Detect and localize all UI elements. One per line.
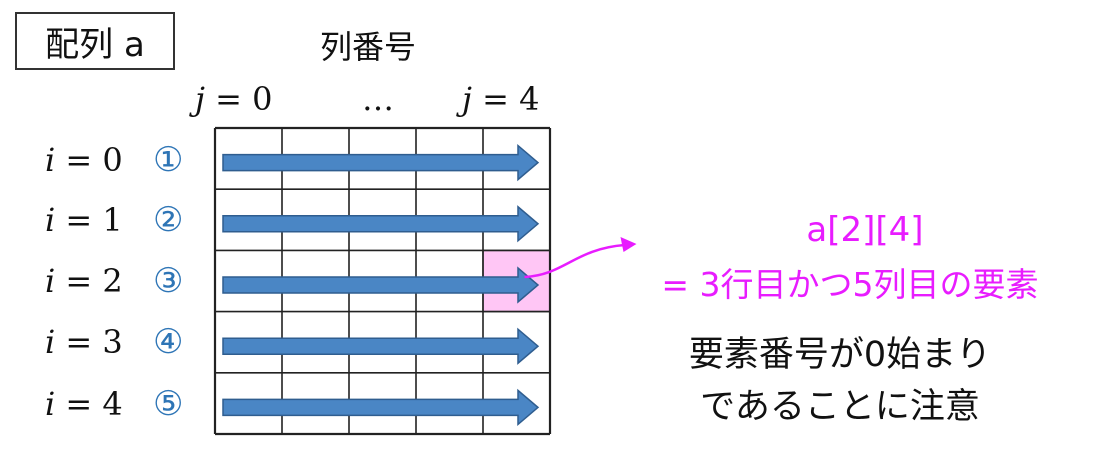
array-title-box: 配列 a: [15, 12, 175, 70]
row-var: i: [45, 385, 56, 423]
array-title: 配列 a: [45, 24, 145, 65]
row-arrow-0: [222, 143, 540, 182]
row-var: i: [45, 323, 56, 361]
row-arrow-3: [222, 327, 540, 365]
row-label-4: i = 4: [45, 384, 123, 424]
row-number-1: ②: [153, 200, 184, 240]
column-value: = 4: [471, 80, 540, 118]
row-label-1: i = 1: [45, 200, 123, 240]
row-value: = 2: [55, 262, 123, 300]
column-var: j: [195, 80, 205, 118]
note-line-2: であることに注意: [700, 387, 980, 427]
row-var: i: [45, 141, 56, 179]
element-description: = 3行目かつ5列目の要素: [661, 265, 1039, 304]
column-value: = 0: [204, 80, 273, 118]
row-label-2: i = 2: [45, 261, 123, 301]
row-arrow-4: [222, 388, 540, 427]
column-label-last: j = 4: [462, 80, 539, 118]
row-number-0: ①: [153, 140, 184, 180]
row-arrow-2: [222, 266, 540, 304]
note-line-1: 要素番号が0始まり: [688, 335, 992, 375]
column-label-first: j = 0: [195, 80, 272, 118]
row-value: = 3: [55, 323, 123, 361]
row-number-4: ⑤: [153, 384, 184, 424]
row-var: i: [45, 201, 56, 239]
column-label-ellipsis: …: [362, 80, 394, 118]
column-var: j: [462, 80, 472, 118]
element-reference: a[2][4]: [806, 210, 924, 250]
row-value: = 1: [55, 201, 123, 239]
row-var: i: [45, 262, 56, 300]
connector-arrowhead: [620, 237, 637, 252]
column-number-caption: 列番号: [320, 28, 417, 66]
row-label-3: i = 3: [45, 322, 123, 362]
row-label-0: i = 0: [45, 140, 123, 180]
row-value: = 4: [55, 385, 123, 423]
row-arrow-1: [222, 205, 540, 243]
connector-line: [524, 243, 625, 279]
row-number-3: ④: [153, 322, 184, 362]
row-value: = 0: [55, 141, 123, 179]
row-number-2: ③: [153, 261, 184, 301]
